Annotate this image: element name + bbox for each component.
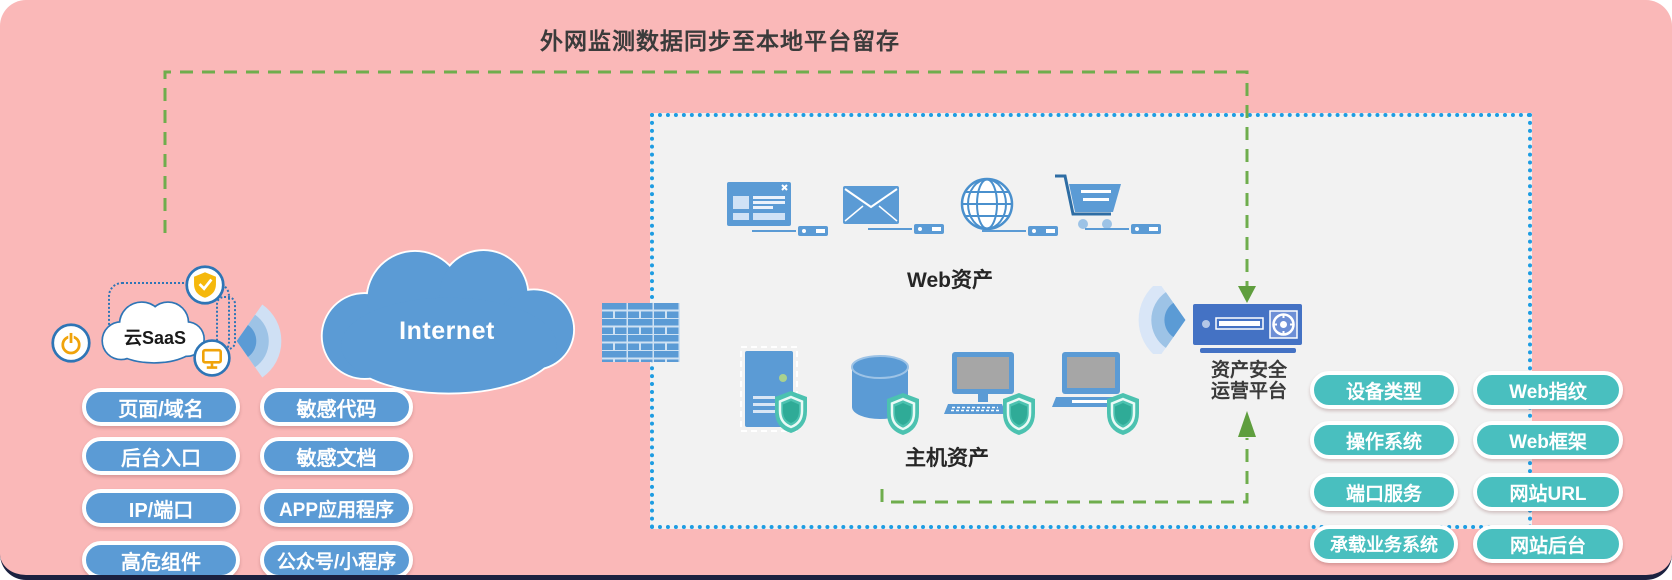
cart-tag-icon [1085, 224, 1161, 234]
internet-label: Internet [399, 316, 495, 345]
shield-icon [775, 391, 807, 433]
monitor-item-risk-component: 高危组件 [82, 541, 240, 575]
attribute-web-framework: Web框架 [1473, 421, 1623, 459]
monitor-item-sensitive-doc: 敏感文档 [260, 437, 413, 475]
globe-icon [960, 177, 1014, 231]
monitor-item-label: 后台入口 [121, 447, 201, 470]
attribute-label: Web指纹 [1509, 381, 1587, 403]
power-icon [51, 323, 91, 363]
monitor-item-page-domain: 页面/域名 [82, 388, 240, 426]
laptop-icon [1052, 352, 1130, 407]
platform-signal-icon [1138, 286, 1186, 354]
monitor-item-admin-entry: 后台入口 [82, 437, 240, 475]
saas-cloud-label: 云SaaS [123, 328, 187, 348]
attribute-label: 设备类型 [1345, 381, 1422, 403]
attribute-label: 操作系统 [1345, 431, 1422, 453]
monitor-item-label: 敏感文档 [296, 447, 377, 470]
attribute-business-system: 承载业务系统 [1310, 525, 1458, 563]
saas-cloud [101, 301, 205, 364]
browser-tag-icon [752, 226, 828, 236]
monitor-item-label: 页面/域名 [118, 398, 204, 421]
monitor-item-ip-port: IP/端口 [82, 489, 240, 527]
attribute-label: 网站URL [1509, 483, 1587, 505]
shield-icon [1107, 393, 1139, 435]
attribute-website-backend: 网站后台 [1473, 525, 1623, 563]
attribute-label: Web框架 [1509, 431, 1587, 453]
monitor-item-label: APP应用程序 [278, 499, 395, 521]
database-icon [851, 355, 909, 419]
diagram-title: 外网监测数据同步至本地平台留存 [540, 29, 900, 54]
attribute-port-service: 端口服务 [1310, 473, 1458, 511]
monitor-item-label: IP/端口 [128, 499, 194, 522]
saas-signal-icon [236, 304, 282, 378]
attribute-label: 承载业务系统 [1330, 535, 1438, 555]
attribute-label: 端口服务 [1345, 483, 1422, 505]
platform-label-line1: 资产安全 [1210, 360, 1287, 381]
platform-appliance-icon [1193, 304, 1302, 345]
monitor-item-app: APP应用程序 [260, 489, 413, 527]
attribute-web-fingerprint: Web指纹 [1473, 371, 1623, 409]
monitor-item-miniprogram: 公众号/小程序 [260, 541, 413, 575]
monitor-item-label: 高危组件 [121, 551, 201, 574]
shield-icon [1003, 393, 1035, 435]
shield-icon [887, 393, 919, 435]
host-assets-label: 主机资产 [905, 447, 989, 470]
monitor-item-label: 公众号/小程序 [276, 551, 397, 573]
desktop-icon [944, 352, 1014, 414]
monitor-icon [193, 339, 231, 377]
globe-tag-icon [982, 226, 1058, 236]
firewall-icon [602, 303, 680, 362]
monitor-item-sensitive-code: 敏感代码 [260, 388, 413, 426]
monitor-item-label: 敏感代码 [296, 398, 377, 421]
email-icon [843, 186, 899, 224]
platform-appliance-base [1200, 348, 1296, 353]
attribute-label: 网站后台 [1509, 535, 1586, 557]
attribute-os: 操作系统 [1310, 421, 1458, 459]
browser-icon [727, 182, 791, 226]
email-tag-icon [868, 224, 944, 234]
attribute-website-url: 网站URL [1473, 473, 1623, 511]
attribute-device-type: 设备类型 [1310, 371, 1458, 409]
web-assets-label: Web资产 [907, 269, 993, 292]
platform-label-line2: 运营平台 [1210, 381, 1287, 402]
platform-label: 资产安全 运营平台 [1195, 360, 1303, 402]
shield-check-icon [185, 265, 225, 305]
